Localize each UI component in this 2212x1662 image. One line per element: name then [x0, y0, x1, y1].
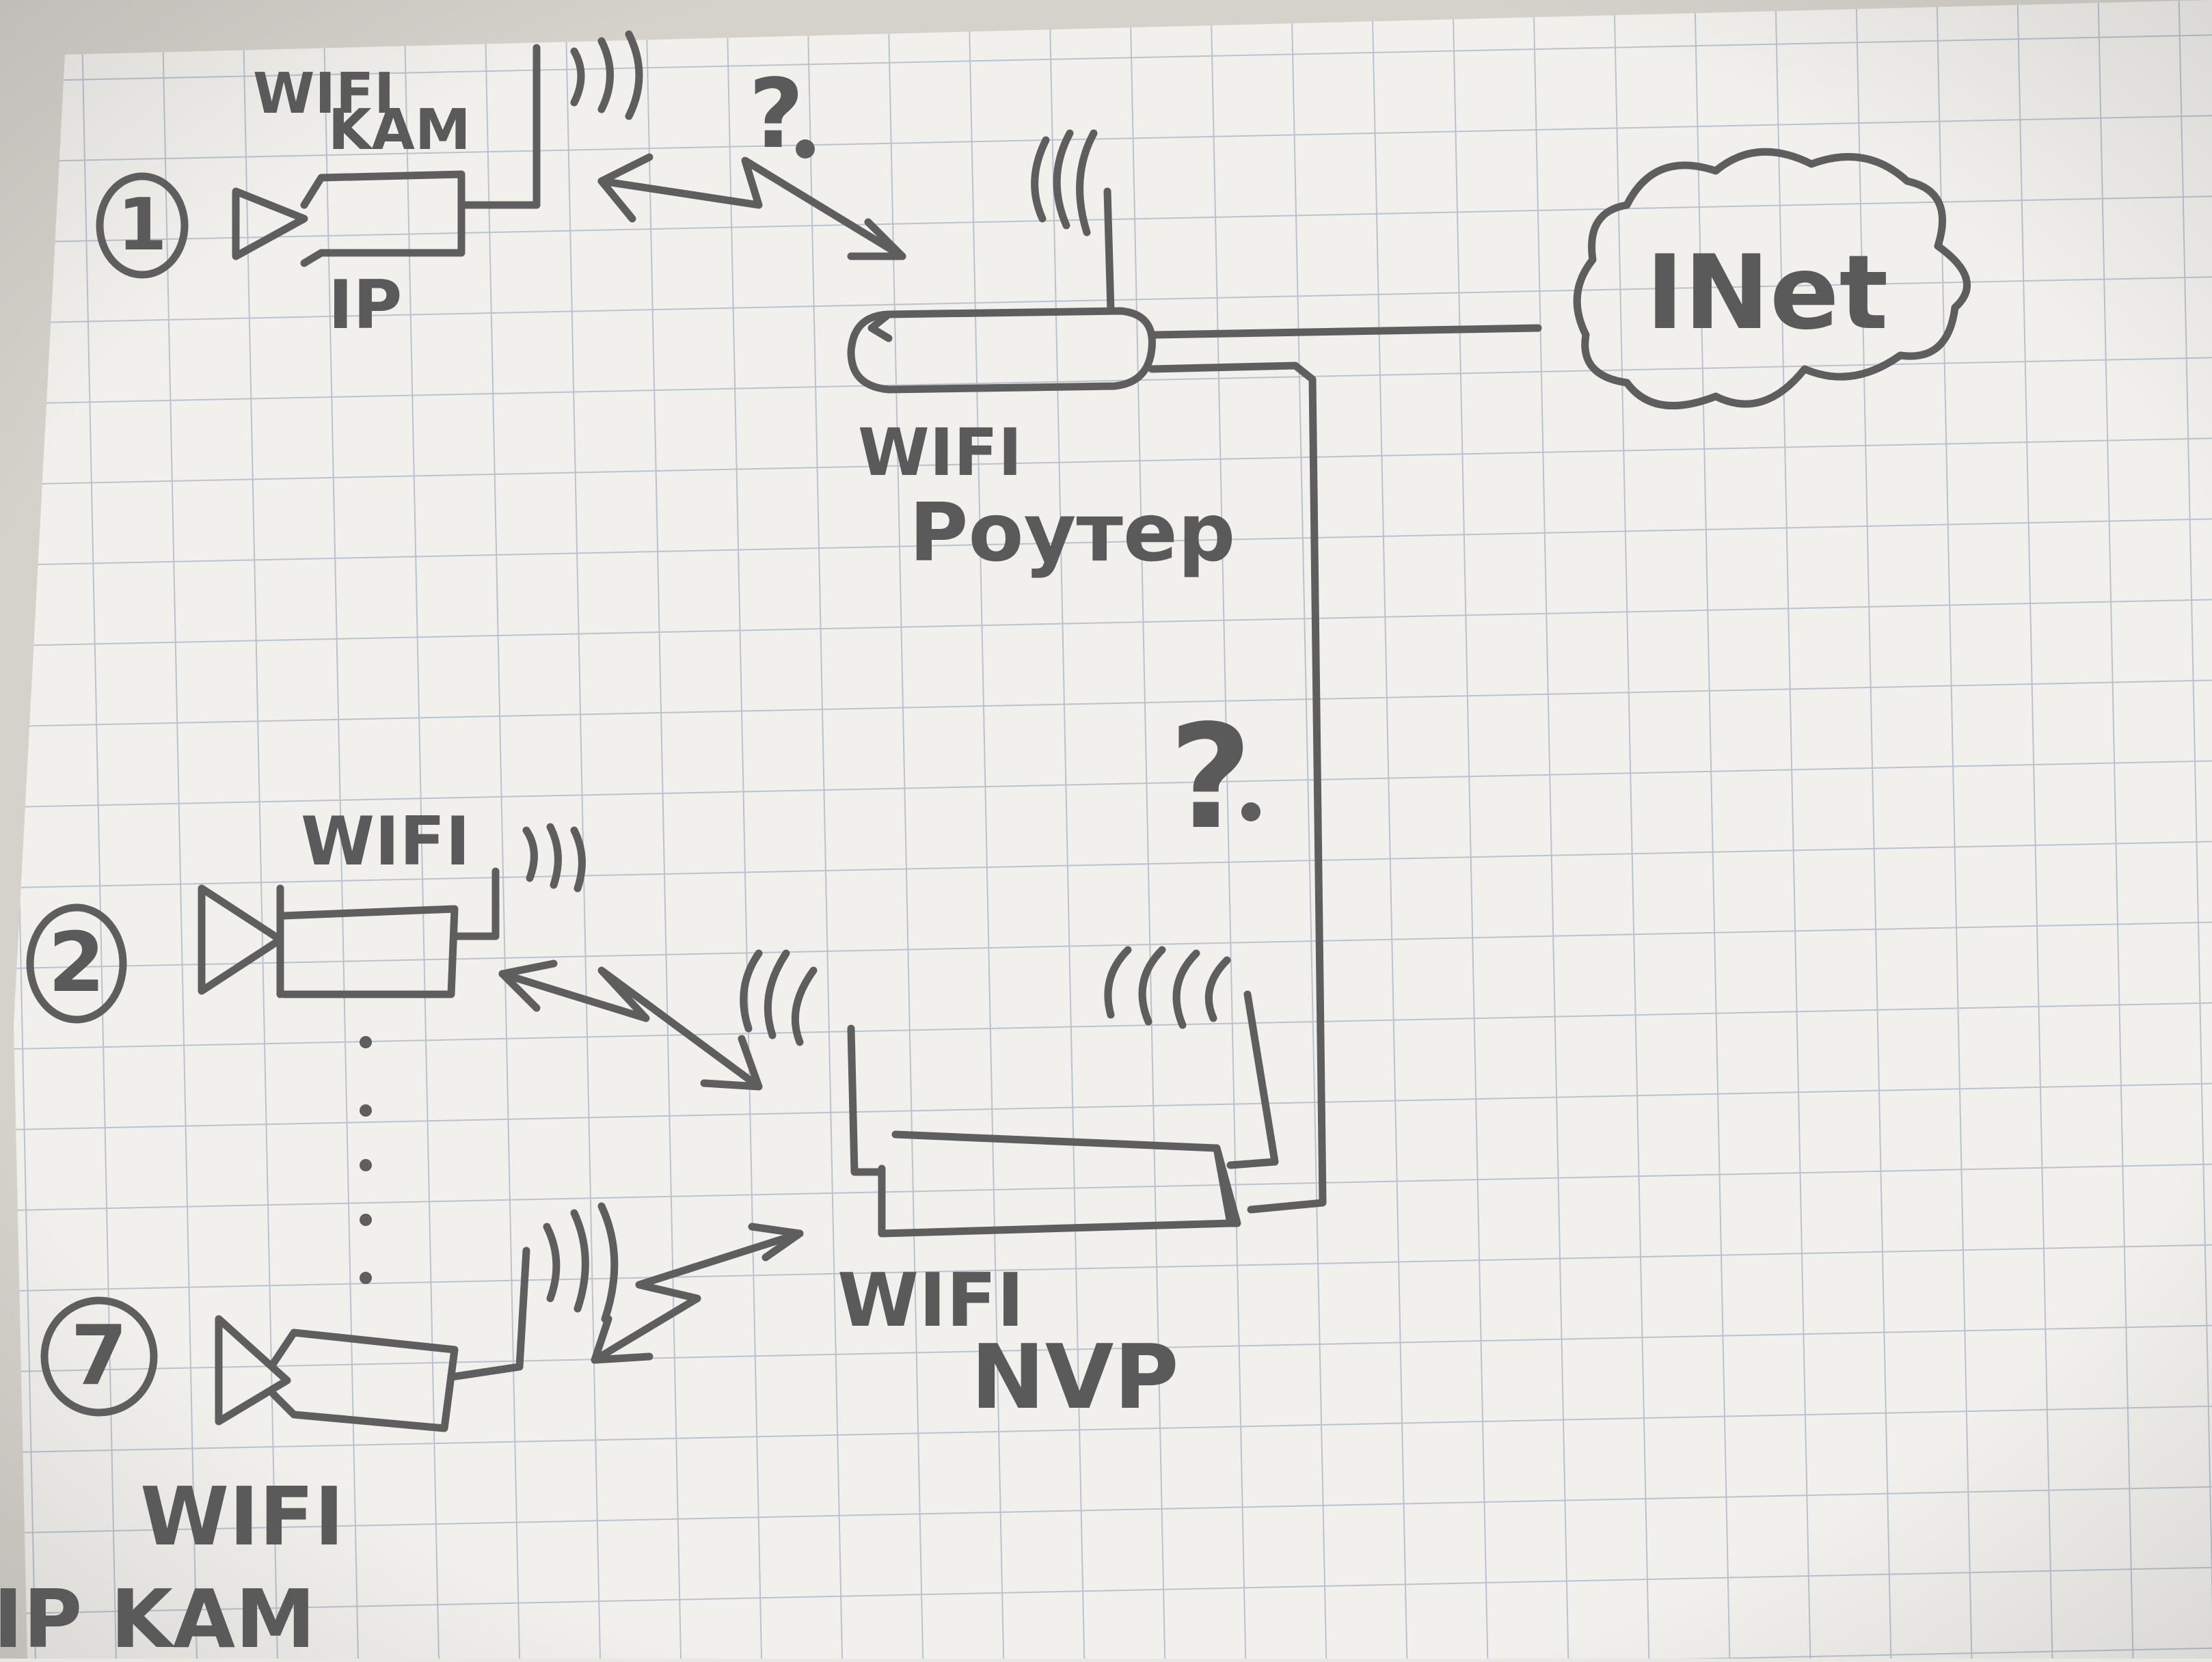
- camera-2-wireless-link: [498, 959, 763, 1091]
- camera-7-number-circle: [40, 1296, 158, 1417]
- camera-1-number: 1: [117, 183, 167, 267]
- question-mark-dots: [796, 139, 1260, 821]
- nvr-left-signal-icon: [740, 949, 818, 1046]
- question-mark-middle: ?: [1169, 694, 1252, 861]
- camera-7-number: 7: [70, 1309, 128, 1404]
- nvr: [740, 946, 1279, 1238]
- nvr-left-antenna: [847, 1024, 886, 1176]
- camera-2-body: [198, 867, 500, 998]
- camera-7-body: [215, 1246, 530, 1432]
- camera-7: [40, 1202, 804, 1432]
- camera-7-label-line-2: IP KAM: [0, 1572, 316, 1659]
- internet-cloud: [1573, 148, 1971, 410]
- camera-7-wireless-link: [591, 1223, 804, 1364]
- router: [847, 129, 1542, 1214]
- question-mark-top: ?: [748, 59, 804, 170]
- camera-1-body: [232, 44, 541, 267]
- camera-2-label-line-1: WIFI: [301, 803, 470, 881]
- nvr-right-signal-icon: [1104, 946, 1231, 1029]
- camera-2: [26, 823, 763, 1091]
- camera-1-wireless-link: [597, 153, 906, 260]
- router-to-internet-cable: [1151, 324, 1542, 339]
- camera-1-signal-icon: [570, 30, 643, 120]
- ellipsis-dots: [360, 1036, 372, 1284]
- router-body: [847, 307, 1156, 394]
- router-antenna: [1103, 187, 1115, 315]
- internet-label: INet: [1646, 234, 1889, 353]
- camera-2-signal-icon: [522, 823, 586, 893]
- camera-2-number-circle: [26, 903, 127, 1024]
- router-label-line-1: WIFI: [858, 416, 1022, 491]
- router-to-nvr-cable: [1148, 362, 1327, 1214]
- camera-1-sub-label: IP: [328, 267, 402, 344]
- router-signal-icon: [1031, 129, 1098, 236]
- camera-1-number-circle: [96, 172, 189, 279]
- camera-1: [96, 30, 906, 279]
- nvr-right-antenna: [1226, 990, 1279, 1169]
- camera-1-label-line-2: KAM: [328, 98, 471, 163]
- camera-7-label-line-1: WIFI: [140, 1469, 345, 1564]
- nvr-body: [878, 1130, 1241, 1238]
- nvr-label-line-2: NVP: [971, 1325, 1179, 1429]
- nvr-label-line-1: WIFI: [837, 1258, 1024, 1344]
- router-label-line-2: Роутер: [909, 485, 1235, 580]
- labels: 1 WIFI KAM IP ? WIFI Роутер INet ? 2 WIF…: [0, 59, 1889, 1662]
- camera-7-signal-icon: [543, 1202, 619, 1323]
- camera-1-label-line-1: WIFI: [253, 62, 394, 126]
- camera-2-number: 2: [48, 916, 105, 1011]
